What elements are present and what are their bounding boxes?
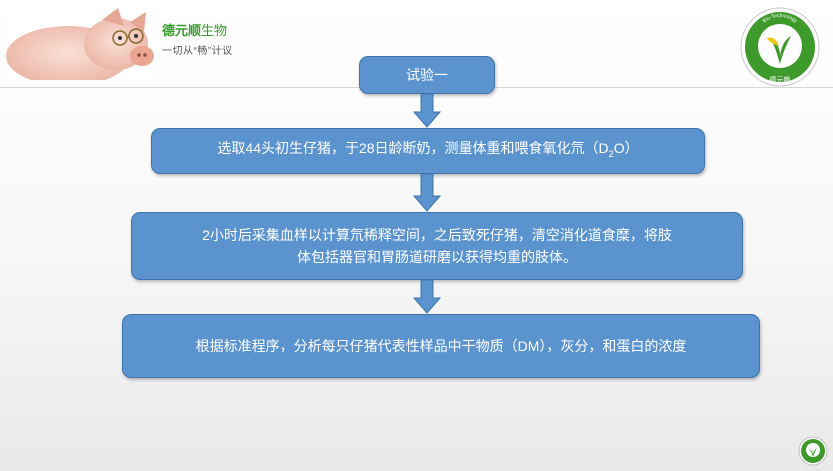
flow-step-1-text: 试验一 [406, 67, 448, 83]
flow-step-3-text: 2小时后采集血样以计算氘稀释空间，之后致死仔猪，清空消化道食糜，将肢体包括器官和… [202, 227, 672, 265]
flow-arrow-1 [413, 94, 441, 128]
corner-logo-icon [798, 436, 828, 466]
flow-arrow-2 [413, 174, 441, 212]
company-logo: 德元畅 Bio-Technology [740, 7, 820, 87]
flow-step-3: 2小时后采集血样以计算氘稀释空间，之后致死仔猪，清空消化道食糜，将肢体包括器官和… [131, 212, 743, 280]
pig-logo-image [6, 6, 156, 80]
flow-step-1: 试验一 [359, 56, 495, 94]
brand-slogan: 一切从“畅”计议 [162, 46, 233, 57]
flow-step-4-text: 根据标准程序，分析每只仔猪代表性样品中干物质（DM），灰分，和蛋白的浓度 [195, 338, 687, 354]
flow-arrow-3 [413, 280, 441, 314]
header: 德元顺生物 一切从“畅”计议 德元畅 Bio-Technology [0, 0, 833, 87]
svg-text:德元畅: 德元畅 [770, 75, 791, 84]
brand-name: 德元顺生物 [162, 23, 228, 38]
svg-text:Bio-Technology: Bio-Technology [762, 13, 799, 25]
flow-step-2: 选取44头初生仔猪，于28日龄断奶，测量体重和喂食氧化氘（D2O） [151, 128, 705, 174]
flow-step-4: 根据标准程序，分析每只仔猪代表性样品中干物质（DM），灰分，和蛋白的浓度 [122, 314, 760, 378]
flow-step-2-text: 选取44头初生仔猪，于28日龄断奶，测量体重和喂食氧化氘（D2O） [217, 140, 639, 159]
